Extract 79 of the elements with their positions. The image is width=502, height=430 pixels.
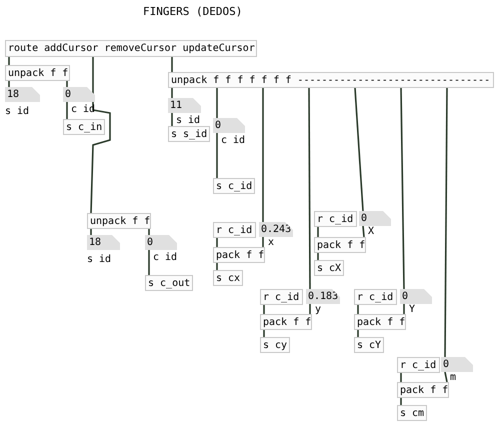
- send-receive-label: c id: [221, 135, 246, 147]
- patch-cord: [309, 304, 311, 314]
- patch-cord: [400, 373, 402, 382]
- object-box: s cy: [260, 337, 290, 353]
- object-box: r c_id: [397, 357, 440, 373]
- object-box: pack f f: [397, 382, 449, 398]
- patch-cord: [317, 227, 319, 237]
- patch-cord: [263, 330, 265, 337]
- patch-cord: [444, 88, 448, 357]
- patch-cord: [216, 133, 218, 178]
- patch-cord: [216, 88, 218, 118]
- send-receive-label: c id: [71, 104, 96, 116]
- send-receive-label: c id: [153, 252, 178, 264]
- patch-cord: [357, 305, 359, 314]
- patch-cord: [8, 81, 10, 87]
- object-box: r c_id: [260, 289, 303, 305]
- send-receive-label: X: [368, 226, 374, 238]
- object-box: pack f f: [314, 237, 366, 253]
- patch-title: FINGERS (DEDOS): [143, 5, 242, 18]
- patch-cord: [216, 238, 218, 247]
- object-box: s cx: [213, 270, 243, 286]
- object-box: s cX: [314, 260, 344, 276]
- number-box: 0: [441, 357, 473, 372]
- patch-cord: [317, 253, 319, 260]
- patch-cord: [354, 88, 364, 212]
- object-box: s cm: [397, 405, 427, 421]
- patch-cord: [148, 250, 150, 275]
- object-box: s c_id: [213, 178, 255, 194]
- object-box: pack f f: [260, 314, 312, 330]
- object-box: route addCursor removeCursor updateCursor: [5, 40, 257, 57]
- send-receive-label: s id: [5, 106, 30, 118]
- send-receive-label: Y: [409, 304, 416, 316]
- patch-cord: [263, 305, 265, 314]
- patch-cord: [403, 304, 405, 314]
- patch-cord: [216, 263, 218, 270]
- number-box: 18: [87, 235, 120, 250]
- number-box: 0.243: [259, 222, 293, 237]
- patch-cord: [66, 102, 68, 119]
- patch-cord: [171, 88, 173, 98]
- patch-cord: [90, 229, 92, 235]
- patch-cord: [444, 372, 448, 382]
- object-box: s s_id: [168, 126, 210, 142]
- patch-cord: [171, 113, 173, 126]
- number-box: 0.183: [306, 289, 340, 304]
- send-receive-label: s id: [87, 254, 112, 266]
- object-box: pack f f: [354, 314, 406, 330]
- number-box: 0: [213, 118, 245, 133]
- object-box: unpack f f: [87, 213, 151, 229]
- number-box: 0: [63, 87, 95, 102]
- patch-cord: [362, 226, 365, 238]
- patch-cord: [171, 57, 173, 72]
- object-box: r c_id: [314, 211, 357, 227]
- patch-cord: [308, 88, 311, 289]
- patch-cord: [357, 330, 359, 337]
- send-receive-label: s id: [176, 115, 200, 127]
- send-receive-label: m: [450, 372, 456, 384]
- object-box: r c_id: [354, 289, 397, 305]
- number-box: 0: [145, 235, 177, 250]
- patch-cord: [148, 229, 150, 235]
- send-receive-label: x: [268, 237, 274, 249]
- number-box: 11: [168, 98, 201, 113]
- object-box: unpack f f f f f f f --------------------------------: [168, 72, 494, 88]
- object-box: s c_in: [63, 119, 105, 135]
- number-box: 0: [400, 289, 432, 304]
- object-box: r c_id: [213, 222, 256, 238]
- object-box: s c_out: [145, 275, 193, 291]
- number-box: 0: [359, 211, 391, 226]
- patch-cord: [66, 81, 68, 87]
- send-receive-label: y: [315, 304, 322, 316]
- patch-cord: [8, 57, 10, 65]
- number-box: 18: [5, 87, 40, 102]
- object-box: pack f f: [213, 247, 265, 263]
- object-box: unpack f f: [5, 65, 70, 81]
- patch-cord: [262, 237, 264, 247]
- object-box: s cY: [354, 337, 384, 353]
- patch-cord: [400, 398, 402, 405]
- patch-cord: [90, 57, 111, 214]
- patch-cord: [262, 88, 264, 222]
- patch-cord: [400, 88, 405, 290]
